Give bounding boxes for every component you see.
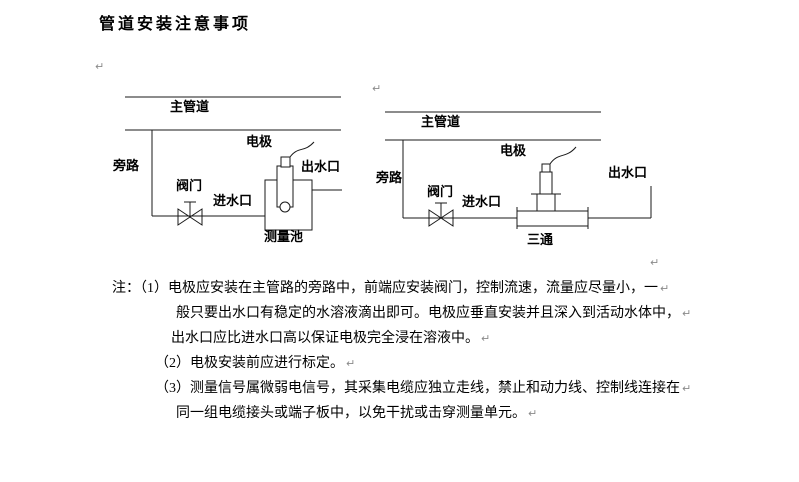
right-electrode-label: 电极 <box>500 143 527 158</box>
left-electrode-label: 电极 <box>246 134 273 149</box>
left-inlet-label: 进水口 <box>213 193 253 208</box>
note-line: 般只要出水口有稳定的水溶液滴出即可。电极应垂直安装并且深入到活动水体中，↵ <box>176 306 691 321</box>
left-electrode-cap <box>280 156 291 168</box>
right-electrode-body <box>539 171 553 195</box>
left-valve-label: 阀门 <box>176 178 203 193</box>
left-bypass-label: 旁路 <box>113 158 140 173</box>
note-line: （3）测量信号属微弱电信号，其采集电缆应独立走线，禁止和动力线、控制线连接在↵ <box>155 381 691 396</box>
note-line: （2）电极安装前应进行标定。↵ <box>155 356 355 371</box>
line-break-mark: ↵ <box>660 282 670 295</box>
right-tee-label: 三通 <box>527 232 554 247</box>
right-outlet-label: 出水口 <box>608 165 648 180</box>
note-text: 同一组电缆接头或端子板中，以免干扰或击穿测量单元。 <box>176 406 526 421</box>
note-text: 出水口应比进水口高以保证电极完全浸在溶液中。 <box>171 331 479 346</box>
right-tee-branch <box>536 193 556 212</box>
line-break-mark: ↵ <box>481 332 491 345</box>
left-valve-right-triangle <box>189 208 203 226</box>
line-break-mark: ↵ <box>682 307 692 320</box>
right-valve-label: 阀门 <box>427 184 454 199</box>
paragraph-mark: ↵ <box>95 60 105 73</box>
left-pool-label: 测量池 <box>264 229 304 244</box>
paragraph-mark: ↵ <box>650 256 660 269</box>
left-valve-left-triangle <box>177 208 191 226</box>
right-electrode-cable <box>549 146 577 165</box>
right-valve-right-triangle <box>440 209 454 227</box>
right-diagram <box>385 111 652 229</box>
left-electrode-tip <box>279 201 291 213</box>
line-break-mark: ↵ <box>682 382 692 395</box>
note-text: 般只要出水口有稳定的水溶液滴出即可。电极应垂直安装并且深入到活动水体中， <box>176 306 680 321</box>
right-valve-left-triangle <box>428 209 442 227</box>
note-line: 出水口应比进水口高以保证电极完全浸在溶液中。↵ <box>171 331 490 346</box>
right-bypass-label: 旁路 <box>376 170 403 185</box>
left-electrode-cable <box>289 141 315 158</box>
right-tee-body <box>516 210 589 227</box>
note-text: （2）电极安装前应进行标定。 <box>155 356 344 371</box>
left-diagram <box>125 96 342 231</box>
paragraph-mark: ↵ <box>372 82 382 95</box>
left-outlet-label: 出水口 <box>301 159 341 174</box>
note-text: 注：（1）电极应安装在主管路的旁路中，前端应安装阀门，控制流速，流量应尽量小，一 <box>112 281 658 296</box>
line-break-mark: ↵ <box>346 357 356 370</box>
note-text: （3）测量信号属微弱电信号，其采集电缆应独立走线，禁止和动力线、控制线连接在 <box>155 381 680 396</box>
note-line: 同一组电缆接头或端子板中，以免干扰或击穿测量单元。↵ <box>176 406 537 421</box>
note-line: 注：（1）电极应安装在主管路的旁路中，前端应安装阀门，控制流速，流量应尽量小，一… <box>112 281 669 296</box>
right-electrode-cap <box>541 163 551 173</box>
left-main-pipe-label: 主管道 <box>170 99 210 114</box>
page-title: 管道安装注意事项 <box>99 16 252 33</box>
line-break-mark: ↵ <box>528 407 538 420</box>
right-main-pipe-label: 主管道 <box>421 114 461 129</box>
right-inlet-label: 进水口 <box>462 194 502 209</box>
left-electrode-body <box>276 165 294 208</box>
